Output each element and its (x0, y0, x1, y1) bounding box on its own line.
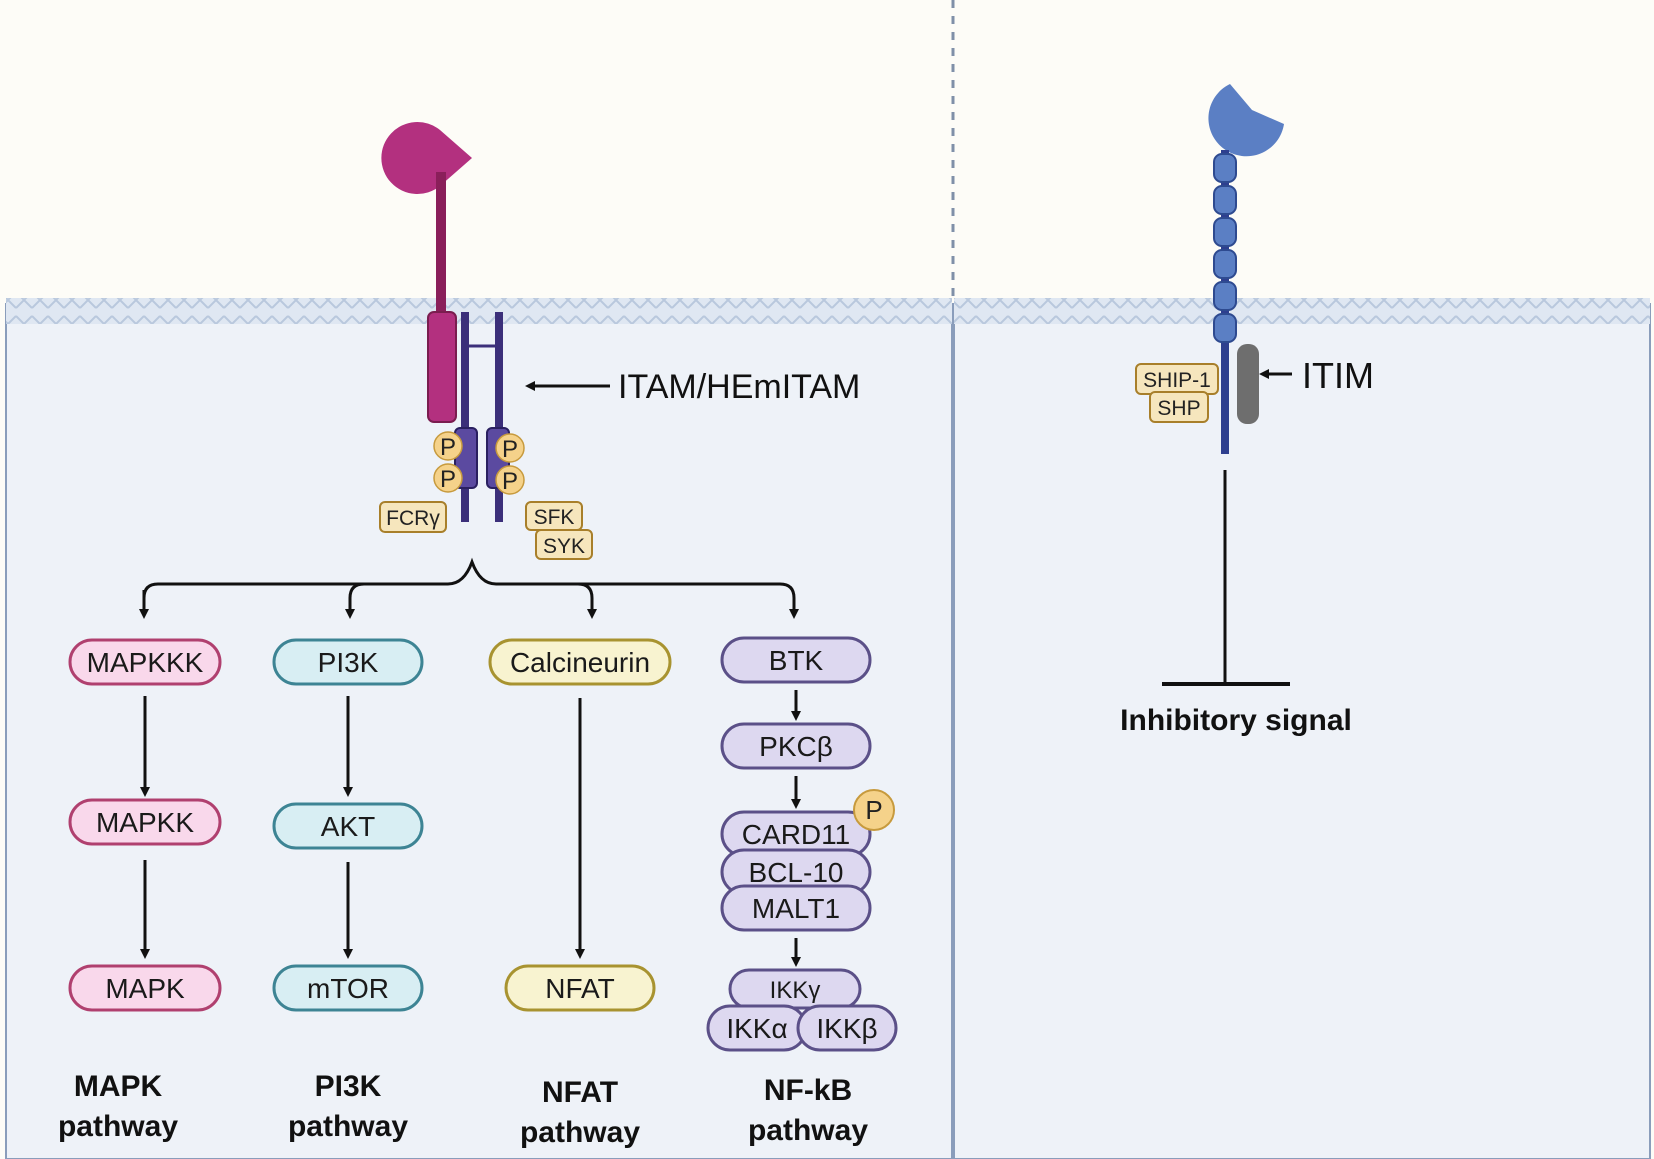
mapk-pathway-subtitle: pathway (58, 1110, 178, 1143)
phospho-badge: P (495, 433, 525, 463)
phospho-badge: P (853, 789, 895, 831)
fcr-gamma-tag: FCRγ (379, 501, 447, 533)
pkcb-node: PKCβ (720, 722, 872, 770)
cell-right-interior (953, 303, 1651, 1159)
svg-text:SFK: SFK (534, 506, 575, 529)
svg-text:P: P (865, 795, 882, 825)
ikk-gamma-node: IKKγ (728, 968, 862, 1010)
nfat-node: NFAT (504, 964, 656, 1012)
ig-domain (1213, 185, 1237, 215)
ligand-binding-head (381, 122, 472, 195)
branch-arrow-pi3k (345, 582, 365, 619)
branch-arrow-nfat (577, 582, 597, 619)
svg-text:SHP: SHP (1157, 397, 1200, 420)
mtor-node: mTOR (272, 964, 424, 1012)
itim-domain (1237, 344, 1259, 424)
phospho-badge: P (495, 465, 525, 495)
svg-text:Calcineurin: Calcineurin (510, 647, 650, 678)
membrane-left (6, 298, 952, 324)
syk-tag: SYK (535, 529, 593, 560)
svg-text:NFAT: NFAT (545, 973, 614, 1004)
cbm-complex: CARD11 BCL-10 MALT1 P (720, 789, 895, 932)
svg-text:FCRγ: FCRγ (386, 507, 440, 530)
svg-text:MAPK: MAPK (105, 973, 185, 1004)
nfat-pathway-subtitle: pathway (520, 1116, 640, 1149)
svg-text:SYK: SYK (543, 535, 585, 558)
mapkk-node: MAPKK (68, 798, 222, 846)
svg-text:BTK: BTK (769, 645, 824, 676)
svg-text:P: P (502, 468, 518, 495)
mapkkk-node: MAPKKK (68, 638, 222, 686)
pi3k-node: PI3K (272, 638, 424, 686)
btk-node: BTK (720, 636, 872, 684)
extracellular-space (0, 0, 1654, 300)
mapk-pathway: MAPKKK MAPKK MAPK MAPK pathway (58, 638, 222, 1143)
pi3k-pathway-subtitle: pathway (288, 1110, 408, 1143)
akt-node: AKT (272, 802, 424, 850)
inhibitory-signal-label: Inhibitory signal (1120, 704, 1352, 737)
shp-tag: SHP (1149, 391, 1209, 423)
svg-text:mTOR: mTOR (307, 973, 389, 1004)
svg-text:IKKβ: IKKβ (816, 1013, 877, 1044)
branch-brace (142, 557, 799, 619)
itam-label: ITAM/HEmITAM (618, 368, 860, 406)
ikk-beta-node: IKKβ (796, 1004, 898, 1052)
svg-text:CARD11: CARD11 (742, 819, 850, 850)
malt1-node: MALT1 (720, 884, 872, 932)
svg-text:MAPKK: MAPKK (96, 807, 194, 838)
svg-text:P: P (440, 466, 456, 493)
ikk-complex: IKKγ IKKα IKKβ (706, 968, 898, 1052)
svg-text:IKKα: IKKα (726, 1013, 787, 1044)
fcr-chain-right (495, 312, 503, 522)
calcineurin-node: Calcineurin (488, 638, 672, 686)
phospho-badge: P (433, 431, 463, 461)
nfkb-pathway-title: NF-kB (764, 1074, 852, 1107)
mapk-pathway-title: MAPK (74, 1070, 163, 1103)
fcr-chain-left (461, 312, 469, 522)
inhibitory-binding-head (1208, 84, 1284, 157)
inhibitory-receptor (1208, 84, 1284, 454)
svg-text:MALT1: MALT1 (752, 893, 840, 924)
ig-domain (1213, 313, 1237, 343)
svg-text:PKCβ: PKCβ (759, 731, 833, 762)
ikk-alpha-node: IKKα (706, 1004, 808, 1052)
nfat-pathway: Calcineurin NFAT NFAT pathway (488, 638, 672, 1149)
ig-domain (1213, 249, 1237, 279)
svg-text:SHIP-1: SHIP-1 (1143, 369, 1211, 392)
itim-label: ITIM (1302, 355, 1374, 396)
ship1-tag: SHIP-1 (1135, 363, 1219, 395)
pi3k-pathway-title: PI3K (315, 1070, 382, 1103)
svg-text:IKKγ: IKKγ (770, 977, 821, 1004)
nfat-pathway-title: NFAT (542, 1076, 618, 1109)
sfk-tag: SFK (525, 501, 583, 531)
activating-receptor (381, 122, 472, 423)
phospho-groups-itam: P P P P (433, 431, 525, 495)
membrane-right (954, 298, 1650, 324)
svg-text:BCL-10: BCL-10 (749, 857, 844, 888)
svg-text:PI3K: PI3K (318, 647, 379, 678)
svg-text:P: P (502, 436, 518, 463)
svg-text:P: P (440, 434, 456, 461)
nfkb-pathway-subtitle: pathway (748, 1114, 868, 1147)
ig-domain (1213, 153, 1237, 183)
pi3k-pathway: PI3K AKT mTOR PI3K pathway (272, 638, 424, 1143)
receptor-stalk (436, 172, 446, 314)
svg-text:AKT: AKT (321, 811, 375, 842)
mapk-node: MAPK (68, 964, 222, 1012)
ig-domain (1213, 217, 1237, 247)
nfkb-pathway: BTK PKCβ CARD11 BCL-10 MALT1 P IKKγ IKKα… (706, 636, 898, 1147)
svg-text:MAPKKK: MAPKKK (87, 647, 204, 678)
ig-domain (1213, 281, 1237, 311)
phospho-badge: P (433, 463, 463, 493)
receptor-tm-domain (427, 311, 457, 423)
